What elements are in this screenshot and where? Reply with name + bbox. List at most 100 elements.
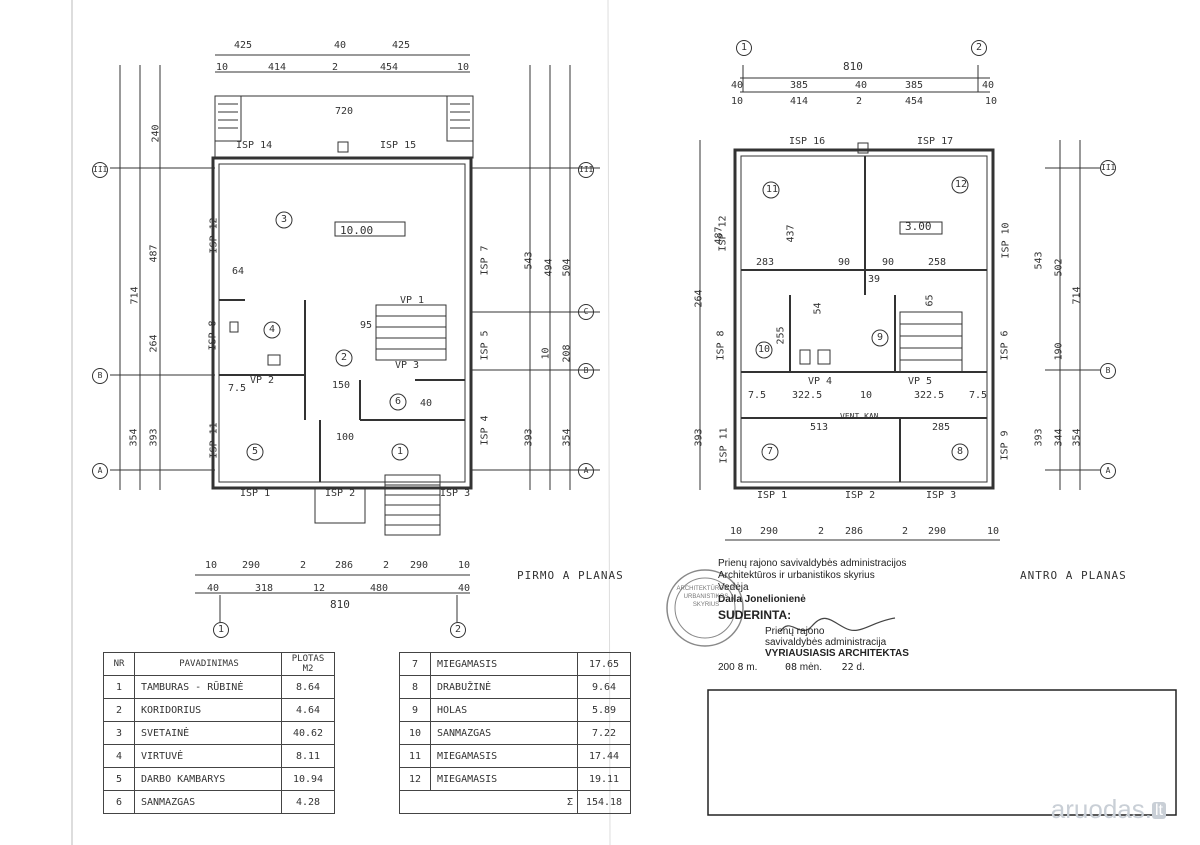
ut1-40c: 40 <box>982 80 995 91</box>
u-left-393: 393 <box>693 428 705 447</box>
gb-dim-810: 810 <box>330 598 350 611</box>
partition-isp14: ISP 14 <box>236 140 273 151</box>
partition-isp2: ISP 2 <box>325 488 356 499</box>
left-dim-354: 354 <box>128 428 140 447</box>
partition-isp15: ISP 15 <box>380 140 417 151</box>
room-name: SANMAZGAS <box>134 790 282 814</box>
u-partition-isp8: ISP 8 <box>715 330 727 361</box>
room-2-number: 2 <box>341 352 348 363</box>
u-right-714: 714 <box>1071 286 1083 305</box>
grid-axis-1-ground: 1 <box>213 622 229 638</box>
date-year-suffix: m. <box>746 662 758 673</box>
partition-isp3: ISP 3 <box>440 488 471 499</box>
dim-12-95: 95 <box>360 320 373 331</box>
u-partition-vp5: VP 5 <box>908 376 933 387</box>
dim-40: 40 <box>420 398 433 409</box>
room-nr: 5 <box>103 767 135 791</box>
u-partition-isp10: ISP 10 <box>1000 222 1012 259</box>
room-area: 10.94 <box>281 767 335 791</box>
u-dim-54: 54 <box>812 302 824 315</box>
date-day: 22 <box>841 662 854 673</box>
gb-dim-290b: 290 <box>410 560 429 571</box>
ut1-40a: 40 <box>731 80 744 91</box>
u-dim-255: 255 <box>775 326 787 345</box>
room-area: 17.44 <box>577 744 631 768</box>
grid-row-C-right: C <box>578 304 594 320</box>
approval-line1: Prienų rajono savivaldybės administracij… <box>718 558 907 569</box>
stamp-seal <box>666 569 744 647</box>
room-name: MIEGAMASIS <box>430 767 578 791</box>
dim-top2-d: 454 <box>380 62 399 73</box>
room-12-number: 12 <box>955 179 968 190</box>
approval-line5: Prienų rajono <box>765 626 825 637</box>
right-dim-208: 10 <box>540 347 552 360</box>
u-partition-isp3: ISP 3 <box>926 490 957 501</box>
notes-box <box>707 689 1177 816</box>
table-row: 11 MIEGAMASIS 17.44 <box>399 744 631 768</box>
table-row: 8 DRABUŽINĖ 9.64 <box>399 675 631 699</box>
upper-floor-plan <box>699 65 1100 541</box>
table-total-row: Σ 154.18 <box>399 790 631 814</box>
u-dim-258: 258 <box>928 257 947 268</box>
u-dim-90b: 90 <box>882 257 895 268</box>
header-name: PAVADINIMAS <box>134 652 282 676</box>
gb-dim-286: 286 <box>335 560 354 571</box>
ub-290b: 290 <box>928 526 947 537</box>
u-dim-90a: 90 <box>838 257 851 268</box>
u-grid-row-A: A <box>1100 463 1116 479</box>
room-schedule-table-right: 7 MIEGAMASIS 17.65 8 DRABUŽINĖ 9.64 9 HO… <box>399 652 631 814</box>
dim-75: 7.5 <box>228 383 247 394</box>
watermark-tld: lt <box>1152 802 1166 820</box>
room-nr: 9 <box>399 698 431 722</box>
u-left-487: 487 <box>713 226 725 245</box>
u-partition-isp6: ISP 6 <box>999 330 1011 361</box>
ground-plan-caption: PIRMO A PLANAS <box>517 569 624 582</box>
u-dim-10: 10 <box>860 390 873 401</box>
grid-axis-2-ground: 2 <box>450 622 466 638</box>
u-dim-437: 437 <box>785 224 797 243</box>
dim-100: 100 <box>336 432 355 443</box>
ub-290a: 290 <box>760 526 779 537</box>
u-grid-row-III: III <box>1100 160 1116 176</box>
upper-area-label: 3.00 <box>905 220 932 233</box>
total-label: Σ <box>430 790 578 814</box>
partition-isp5: ISP 5 <box>479 330 491 361</box>
room-7-number: 7 <box>767 446 774 457</box>
ut1-385b: 385 <box>905 80 924 91</box>
partition-vp3: VP 3 <box>395 360 420 371</box>
table-row: 4 VIRTUVĖ 8.11 <box>103 744 335 768</box>
signature <box>779 617 896 633</box>
u-right-393: 393 <box>1033 428 1045 447</box>
watermark-text: aruodas <box>1050 794 1145 824</box>
room-nr: 12 <box>399 767 431 791</box>
room-nr: 7 <box>399 652 431 676</box>
u-dim-7.5b: 7.5 <box>969 390 988 401</box>
right-dim-543: 543 <box>523 251 535 270</box>
ut2-454: 454 <box>905 96 924 107</box>
grid-axis-1-upper: 1 <box>736 40 752 56</box>
table-row: 9 HOLAS 5.89 <box>399 698 631 722</box>
room-area: 8.64 <box>281 675 335 699</box>
upper-plan-caption: ANTRO A PLANAS <box>1020 569 1127 582</box>
partition-vp1: VP 1 <box>400 295 425 306</box>
u-dim-322.5b: 322.5 <box>914 390 945 401</box>
right-dim-354: 354 <box>561 428 573 447</box>
room-area: 19.11 <box>577 767 631 791</box>
room-area: 7.22 <box>577 721 631 745</box>
grid-row-III-left: III <box>92 162 108 178</box>
room-area: 4.28 <box>281 790 335 814</box>
grid-row-A-right: A <box>578 463 594 479</box>
dim-top1-b: 40 <box>334 40 347 51</box>
u-dim-7.5a: 7.5 <box>748 390 767 401</box>
date-month-suffix: mėn. <box>799 662 823 673</box>
gb2-dim-40: 40 <box>207 583 220 594</box>
partition-isp12: ISP 12 <box>208 217 220 254</box>
left-dim-240: 240 <box>150 124 162 143</box>
ub-10a: 10 <box>730 526 743 537</box>
approval-date: 200 8 m. 08 mėn. 22 d. <box>718 662 865 673</box>
ub-10b: 10 <box>987 526 1000 537</box>
left-dim-714: 714 <box>129 286 141 305</box>
room-area: 5.89 <box>577 698 631 722</box>
dim-150: 150 <box>332 380 351 391</box>
